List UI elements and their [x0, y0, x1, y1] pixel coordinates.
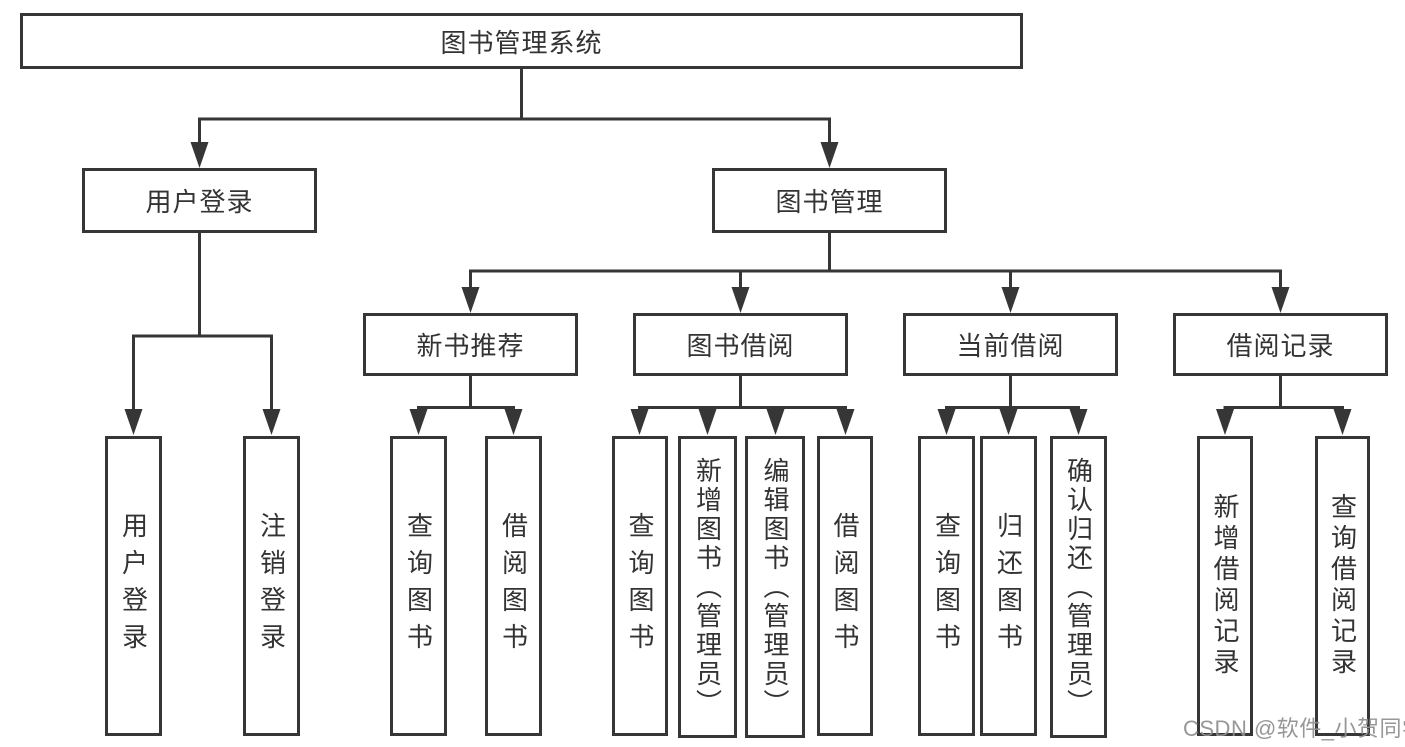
leaf-return-books-label: 归还图书: [993, 512, 1024, 660]
node-current-borrowing: 当前借阅: [903, 313, 1118, 376]
connector-current-borrowing-children: [937, 374, 1088, 435]
leaf-edit-books-admin: 编辑图书（管理员）: [745, 436, 805, 738]
connector-user-login-children: [124, 231, 281, 435]
node-user-login: 用户登录: [82, 168, 317, 233]
node-book-management: 图书管理: [712, 168, 947, 233]
leaf-logout-label: 注销登录: [256, 512, 287, 660]
node-root: 图书管理系统: [20, 13, 1023, 69]
leaf-borrow-books-2-label: 借阅图书: [830, 512, 860, 660]
csdn-watermark: CSDN @软件_小贺同学: [1183, 716, 1405, 741]
leaf-query-books-1: 查询图书: [390, 436, 447, 736]
leaf-add-books-admin-label: 新增图书（管理员）: [692, 456, 723, 718]
leaf-query-books-2-label: 查询图书: [625, 512, 655, 660]
leaf-query-books-3-label: 查询图书: [931, 512, 962, 660]
leaf-query-books-1-label: 查询图书: [403, 512, 434, 660]
connector-borrowing-records-children: [1216, 374, 1352, 435]
leaf-logout: 注销登录: [243, 436, 300, 736]
node-book-borrowing: 图书借阅: [633, 313, 848, 376]
leaf-user-login-label: 用户登录: [118, 512, 149, 660]
connector-new-book-children: [409, 374, 523, 435]
leaf-query-borrow-record: 查询借阅记录: [1315, 436, 1370, 736]
leaf-confirm-return-admin: 确认归还（管理员）: [1050, 436, 1107, 738]
leaf-borrow-books-2: 借阅图书: [817, 436, 873, 736]
leaf-borrow-books-1: 借阅图书: [485, 436, 542, 736]
leaf-add-borrow-record-label: 新增借阅记录: [1210, 493, 1240, 679]
connector-root-to-level2: [190, 67, 839, 168]
connector-book-management-children: [461, 230, 1290, 313]
leaf-confirm-return-admin-label: 确认归还（管理员）: [1063, 456, 1094, 718]
leaf-borrow-books-1-label: 借阅图书: [498, 512, 529, 660]
leaf-query-borrow-record-label: 查询借阅记录: [1327, 493, 1358, 679]
leaf-return-books: 归还图书: [980, 436, 1037, 736]
node-borrowing-records: 借阅记录: [1173, 313, 1388, 376]
leaf-user-login: 用户登录: [105, 436, 162, 736]
leaf-edit-books-admin-label: 编辑图书（管理员）: [760, 456, 790, 718]
node-new-book-recommendation: 新书推荐: [363, 313, 578, 376]
leaf-query-books-2: 查询图书: [612, 436, 668, 736]
connector-book-borrowing-children: [630, 374, 855, 435]
leaf-add-borrow-record: 新增借阅记录: [1197, 436, 1253, 736]
leaf-add-books-admin: 新增图书（管理员）: [678, 436, 737, 738]
leaf-query-books-3: 查询图书: [918, 436, 975, 736]
